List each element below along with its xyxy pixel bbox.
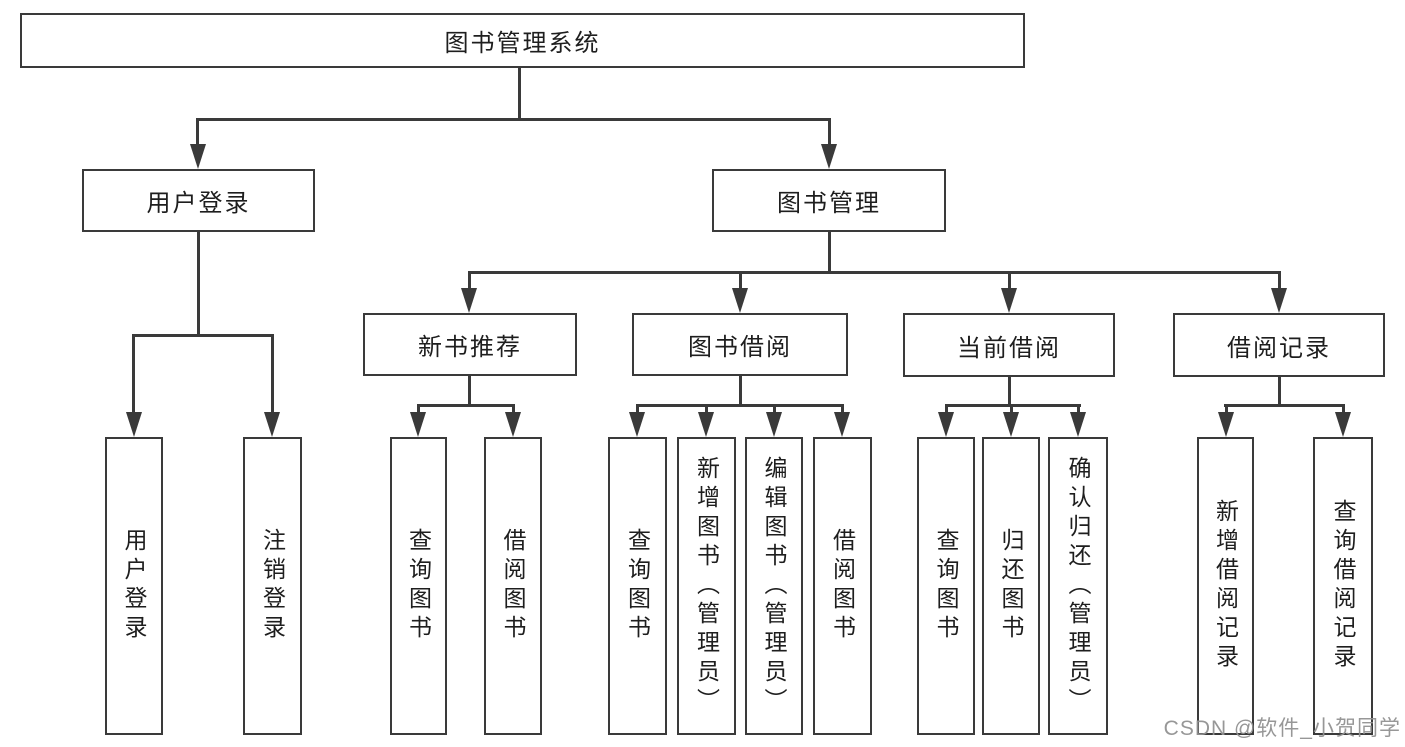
connector-stem [132,334,135,414]
node-root-system: 图书管理系统 [20,13,1025,68]
connector-stem [705,404,708,414]
node-current-borrow: 当前借阅 [903,313,1115,377]
connector-level2-rail [196,118,831,121]
arrowhead-down-icon [1335,412,1351,437]
arrowhead-down-icon [821,144,837,169]
connector-currentborrow-rail [945,404,1081,407]
connector-stem [1010,404,1013,414]
connector-stem [512,404,515,414]
arrowhead-down-icon [698,412,714,437]
connector-stem [636,404,639,414]
connector-user-login-stem [197,232,200,336]
arrowhead-down-icon [1001,288,1017,313]
node-book-borrow: 图书借阅 [632,313,848,376]
connector-stem [945,404,948,414]
connector-book-mgmt-stem [828,232,831,273]
connector-stem [773,404,776,414]
leaf-borrow-query-books: 查询图书 [608,437,667,735]
connector-stem [468,271,471,290]
connector-stem [196,118,199,146]
csdn-watermark: CSDN @软件_小贺同学 [1163,717,1401,740]
connector-newbook-stem [468,376,471,406]
arrowhead-down-icon [629,412,645,437]
connector-currentborrow-stem [1008,377,1011,406]
node-user-login: 用户登录 [82,169,315,232]
connector-stem [841,404,844,414]
arrowhead-down-icon [461,288,477,313]
connector-stem [739,271,742,290]
connector-newbook-rail [417,404,515,407]
arrowhead-down-icon [834,412,850,437]
arrowhead-down-icon [1070,412,1086,437]
connector-stem [1225,404,1228,414]
connector-level3-rail [468,271,1281,274]
arrowhead-down-icon [732,288,748,313]
leaf-current-return-books: 归还图书 [982,437,1040,735]
arrowhead-down-icon [190,144,206,169]
arrowhead-down-icon [938,412,954,437]
arrowhead-down-icon [1271,288,1287,313]
connector-records-rail [1224,404,1345,407]
leaf-records-query-record: 查询借阅记录 [1313,437,1373,735]
arrowhead-down-icon [1218,412,1234,437]
leaf-records-add-record: 新增借阅记录 [1197,437,1254,735]
connector-records-stem [1278,377,1281,406]
connector-stem [828,118,831,146]
connector-stem [271,334,274,414]
leaf-newbook-borrow-books: 借阅图书 [484,437,542,735]
arrowhead-down-icon [1003,412,1019,437]
node-book-management: 图书管理 [712,169,946,232]
leaf-logout: 注销登录 [243,437,302,735]
node-borrow-records: 借阅记录 [1173,313,1385,377]
connector-stem [1278,271,1281,290]
connector-bookborrow-stem [739,376,742,406]
connector-bookborrow-rail [636,404,844,407]
arrowhead-down-icon [264,412,280,437]
leaf-newbook-query-books: 查询图书 [390,437,447,735]
leaf-borrow-edit-books-admin: 编辑图书（管理员） [745,437,803,735]
connector-stem [1008,271,1011,290]
arrowhead-down-icon [126,412,142,437]
connector-stem [1077,404,1080,414]
connector-user-login-rail [132,334,273,337]
leaf-user-login: 用户登录 [105,437,163,735]
leaf-current-query-books: 查询图书 [917,437,975,735]
arrowhead-down-icon [766,412,782,437]
leaf-borrow-add-books-admin: 新增图书（管理员） [677,437,736,735]
leaf-borrow-borrow-books: 借阅图书 [813,437,872,735]
arrowhead-down-icon [505,412,521,437]
connector-stem [417,404,420,414]
leaf-current-confirm-return-admin: 确认归还（管理员） [1048,437,1108,735]
node-new-book-recommend: 新书推荐 [363,313,577,376]
connector-stem [1342,404,1345,414]
arrowhead-down-icon [410,412,426,437]
connector-root-stem [518,68,521,120]
